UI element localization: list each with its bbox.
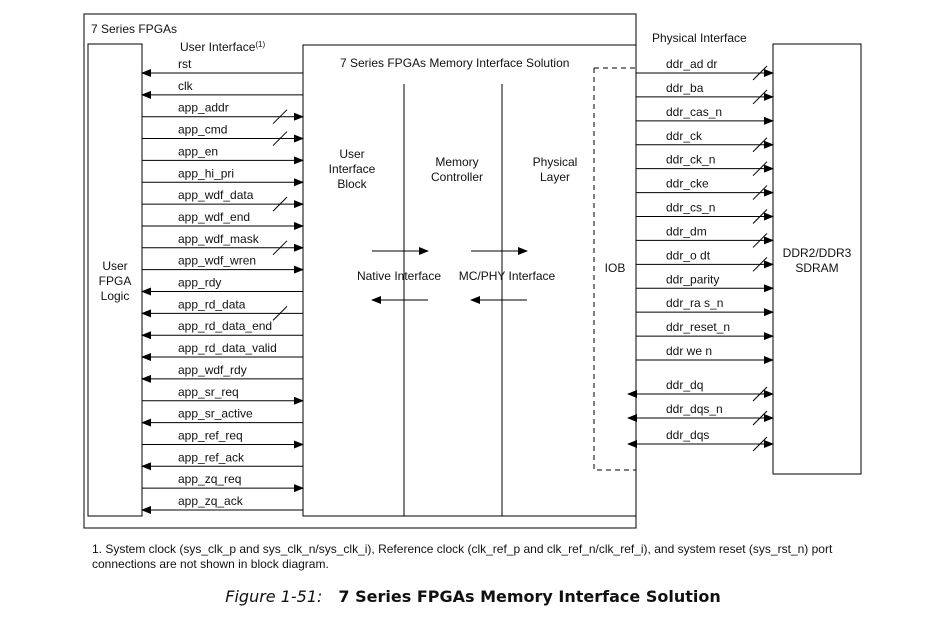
- phy-signal-ddr-we-n-label: ddr we n: [666, 344, 712, 358]
- user-signal-app-wdf-mask-label: app_wdf_mask: [178, 232, 260, 246]
- sdram-block: [772, 43, 862, 475]
- phy-signal-ddr-o-dt-bus-slash: [752, 256, 768, 272]
- phy-signal-ddr-ba-bus-slash: [752, 89, 768, 105]
- user-logic-line-3: Logic: [101, 289, 130, 303]
- user-signal-app-ref-ack-label: app_ref_ack: [178, 450, 245, 464]
- user-signal-app-wdf-data-label: app_wdf_data: [178, 188, 254, 202]
- user-signal-app-wdf-rdy-label: app_wdf_rdy: [178, 363, 247, 377]
- user-interface-label: User Interface(1): [180, 40, 265, 54]
- phy-layer-line-1: Physical: [533, 155, 578, 169]
- mem-ctrl-line-2: Controller: [431, 170, 483, 184]
- uib-line-1: User: [339, 147, 364, 161]
- phy-signal-ddr-ck-n-bus-slash: [752, 161, 768, 177]
- phy-signal-ddr-reset-n-label: ddr_reset_n: [666, 320, 730, 334]
- phy-signal-ddr-dm-bus-slash: [752, 233, 768, 248]
- sdram-line-1: DDR2/DDR3: [783, 246, 852, 260]
- user-logic-line-1: User: [102, 259, 127, 273]
- uib-line-3: Block: [337, 177, 367, 191]
- physical-interface-signals: ddr_ad dr ddr_ba ddr_cas_n ddr_ck ddr_ck_ndd…: [627, 57, 774, 452]
- user-interface-signals: rst clk app_addr app_cmd app_en app_hi_priapp…: [141, 57, 304, 514]
- phy-signal-ddr-ad-dr-label: ddr_ad dr: [666, 57, 717, 71]
- user-signal-app-sr-active-label: app_sr_active: [178, 407, 253, 421]
- user-signal-app-addr-label: app_addr: [178, 101, 229, 115]
- user-signal-app-rdy-label: app_rdy: [178, 276, 221, 290]
- user-signal-app-en-label: app_en: [178, 144, 218, 158]
- phy-signal-ddr-ad-dr-bus-slash: [752, 65, 768, 81]
- fpga-label: 7 Series FPGAs: [91, 22, 177, 36]
- user-signal-clk-label: clk: [178, 79, 194, 93]
- phy-signal-ddr-dq-label: ddr_dq: [666, 378, 703, 392]
- phy-signal-ddr-ck-bus-slash: [752, 137, 768, 153]
- phy-signal-ddr-dqs-n-label: ddr_dqs_n: [666, 402, 723, 416]
- phy-signal-ddr-ck-n-label: ddr_ck_n: [666, 153, 715, 167]
- user-signal-app-addr-bus-slash: [272, 109, 288, 125]
- user-fpga-logic-block: [87, 43, 143, 517]
- user-signal-app-cmd-label: app_cmd: [178, 123, 227, 137]
- phy-signal-ddr-dm-label: ddr_dm: [666, 224, 707, 238]
- user-signal-app-rd-data-end-label: app_rd_data_end: [178, 319, 272, 333]
- figure-caption: Figure 1-51: 7 Series FPGAs Memory Interf…: [0, 587, 946, 606]
- user-signal-app-wdf-data-bus-slash: [272, 196, 288, 212]
- phy-signal-ddr-cke-bus-slash: [752, 185, 768, 200]
- phy-signal-ddr-dqs-bus-slash: [752, 436, 768, 452]
- native-interface-label: Native Interface: [357, 269, 441, 283]
- phy-signal-ddr-dqs-n-bus-slash: [752, 410, 768, 426]
- iob-region: [593, 67, 636, 471]
- phy-signal-ddr-o-dt-label: ddr_o dt: [666, 248, 711, 262]
- phy-signal-ddr-cas-n-label: ddr_cas_n: [666, 105, 722, 119]
- phy-signal-ddr-dqs-label: ddr_dqs: [666, 428, 709, 442]
- phy-signal-ddr-cs-n-label: ddr_cs_n: [666, 201, 715, 215]
- uib-line-2: Interface: [329, 162, 376, 176]
- user-signal-app-ref-req-label: app_ref_req: [178, 428, 243, 442]
- user-signal-app-hi-pri-label: app_hi_pri: [178, 166, 234, 180]
- block-diagram: 7 Series FPGAs User FPGA Logic User Inte…: [83, 13, 862, 529]
- caption-title: 7 Series FPGAs Memory Interface Solution: [338, 587, 721, 606]
- phy-signal-ddr-parity-label: ddr_parity: [666, 272, 719, 286]
- footnote: 1. System clock (sys_clk_p and sys_clk_n…: [92, 542, 833, 571]
- iob-label: IOB: [605, 261, 626, 275]
- user-signal-app-wdf-wren-label: app_wdf_wren: [178, 254, 256, 268]
- user-signal-app-zq-ack-label: app_zq_ack: [178, 494, 244, 508]
- mcphy-interface-label: MC/PHY Interface: [459, 269, 556, 283]
- phy-signal-ddr-ck-label: ddr_ck: [666, 129, 703, 143]
- user-signal-app-wdf-end-label: app_wdf_end: [178, 210, 250, 224]
- phy-signal-ddr-cs-n-bus-slash: [752, 209, 768, 224]
- mem-ctrl-line-1: Memory: [435, 155, 478, 169]
- user-signal-app-rd-data-bus-slash: [272, 305, 288, 321]
- user-logic-line-2: FPGA: [99, 274, 132, 288]
- footnote-marker: (1): [255, 40, 265, 49]
- caption-number: Figure 1-51:: [225, 587, 323, 606]
- user-signal-app-cmd-bus-slash: [272, 131, 288, 146]
- phy-signal-ddr-dq-bus-slash: [752, 386, 768, 402]
- user-signal-app-wdf-mask-bus-slash: [272, 240, 288, 256]
- phy-signal-ddr-ra-s-n-label: ddr_ra s_n: [666, 296, 723, 310]
- phy-layer-line-2: Layer: [540, 170, 570, 184]
- phy-signal-ddr-cke-label: ddr_cke: [666, 177, 709, 191]
- user-signal-app-zq-req-label: app_zq_req: [178, 472, 241, 486]
- phy-signal-ddr-ba-label: ddr_ba: [666, 81, 704, 95]
- solution-title: 7 Series FPGAs Memory Interface Solution: [340, 56, 569, 70]
- physical-interface-label: Physical Interface: [652, 31, 747, 45]
- sdram-line-2: SDRAM: [795, 261, 838, 275]
- memory-interface-solution-block: [302, 44, 637, 517]
- user-signal-rst-label: rst: [178, 57, 192, 71]
- user-signal-app-rd-data-label: app_rd_data: [178, 297, 246, 311]
- user-signal-app-sr-req-label: app_sr_req: [178, 385, 239, 399]
- user-signal-app-rd-data-valid-label: app_rd_data_valid: [178, 341, 277, 355]
